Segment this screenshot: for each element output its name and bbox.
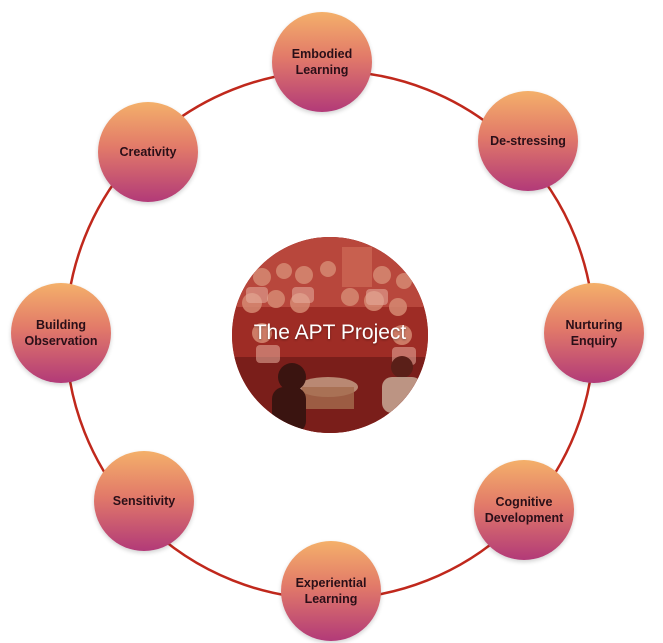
node-label: De-stressing [490, 134, 566, 148]
node-label: Experiential Learning [295, 576, 367, 606]
center-title: The APT Project [253, 321, 407, 344]
center-photo-hub: The APT Project [232, 237, 428, 433]
node-sensitivity: Sensitivity [94, 451, 194, 551]
node-label: Building Observation [24, 318, 98, 348]
classroom-photo-illustration [232, 237, 428, 433]
node-label: Embodied Learning [291, 47, 353, 77]
node-creativity: Creativity [98, 102, 198, 202]
node-label: Nurturing Enquiry [565, 318, 623, 348]
node-building-observation: Building Observation [11, 283, 111, 383]
node-nurturing-enquiry: Nurturing Enquiry [544, 283, 644, 383]
node-experiential-learning: Experiential Learning [281, 541, 381, 641]
node-label: Sensitivity [112, 494, 176, 508]
node-embodied-learning: Embodied Learning [272, 12, 372, 112]
node-label: Creativity [119, 145, 177, 159]
node-label: Cognitive Development [484, 495, 564, 525]
node-cognitive-development: Cognitive Development [474, 460, 574, 560]
node-de-stressing: De-stressing [478, 91, 578, 191]
